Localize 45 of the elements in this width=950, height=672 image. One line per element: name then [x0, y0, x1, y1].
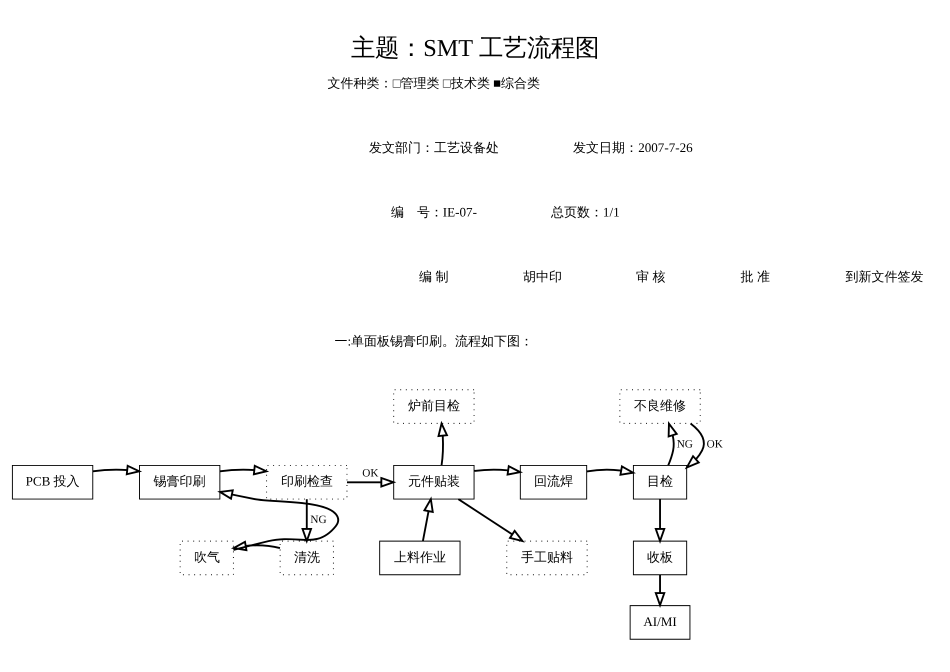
node-box: PCB 投入 [12, 464, 94, 500]
node-box: 回流焊 [520, 464, 588, 500]
node-box: 炉前目检 [393, 389, 475, 424]
label: 编 制 [419, 269, 449, 284]
arrow [684, 422, 705, 470]
label: 胡中印 [522, 269, 562, 284]
arrow [422, 496, 434, 542]
node-box: 上料作业 [379, 540, 461, 576]
arrow [667, 420, 678, 466]
arrow [347, 476, 396, 488]
label: 发文部门：工艺设备处 [368, 140, 499, 156]
arrow [437, 420, 448, 466]
diagram-title: 主题：SMT 工艺流程图 [351, 34, 599, 62]
label: 文件种类：□管理类 □技术类 ■综合类 [328, 76, 540, 91]
node-box: AI/MI [630, 605, 690, 640]
node-box: 收板 [632, 540, 688, 576]
label: 总页数：1/1 [550, 204, 620, 220]
arrow [458, 498, 525, 543]
label: 批 准 [740, 269, 770, 284]
node-box: 印刷检查 [266, 464, 348, 500]
label: 编 号：IE-07- [390, 204, 477, 220]
edge-label: OK [706, 438, 723, 450]
arrow [586, 464, 636, 476]
arrow [654, 575, 666, 608]
node-box: 锡膏印刷 [139, 464, 220, 500]
node-box: 手工贴料 [506, 540, 588, 576]
arrow [654, 499, 666, 544]
node-box: 吹气 [180, 540, 234, 576]
node-box: 元件贴装 [393, 464, 475, 500]
label: 发文日期：2007-7-26 [573, 140, 693, 156]
edge-label: OK [362, 467, 378, 480]
arrow [301, 499, 312, 544]
edge-label: NG [310, 514, 327, 526]
label: 审 核 [636, 269, 666, 284]
node-box: 目检 [632, 464, 688, 500]
edge-label: NG [676, 438, 693, 450]
node-box: 不良维修 [619, 389, 701, 424]
arrow [220, 464, 270, 476]
node-box: 清洗 [280, 540, 334, 576]
label: 到新文件签发 [845, 269, 924, 284]
arrow [474, 464, 523, 476]
label: 一:单面板锡膏印刷。流程如下图： [334, 334, 534, 349]
arrow [217, 489, 340, 551]
arrow [230, 540, 280, 552]
arrow [92, 464, 142, 476]
